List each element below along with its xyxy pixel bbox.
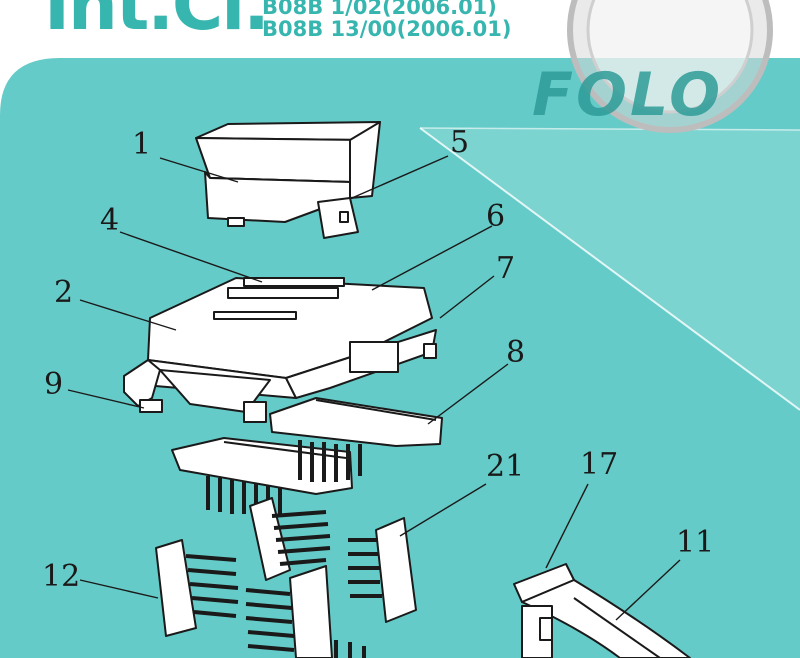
folo-watermark: FOLO bbox=[532, 60, 724, 130]
part-11-17-holder bbox=[513, 563, 691, 658]
part-12-connector bbox=[155, 539, 239, 637]
part-label-21: 21 bbox=[486, 449, 525, 484]
part-label-8: 8 bbox=[506, 335, 526, 370]
part-label-7: 7 bbox=[496, 251, 516, 286]
int-cl-title: Int.Cl. bbox=[44, 0, 270, 46]
part-8-plate bbox=[269, 397, 443, 447]
part-label-2: 2 bbox=[54, 275, 74, 310]
part-label-6: 6 bbox=[486, 199, 506, 234]
part-21-connector bbox=[348, 517, 417, 623]
part-label-12: 12 bbox=[42, 559, 81, 594]
connector-center bbox=[249, 497, 331, 581]
part-1-hopper bbox=[195, 121, 381, 227]
part-label-11: 11 bbox=[676, 525, 715, 560]
watermark-lens-icon bbox=[567, 0, 773, 133]
part-label-1: 1 bbox=[132, 127, 152, 162]
part-2-body bbox=[123, 277, 437, 423]
part-label-17: 17 bbox=[580, 447, 619, 482]
classification-codes: B08B 1/02(2006.01) B08B 13/00(2006.01) bbox=[262, 0, 512, 40]
part-label-9: 9 bbox=[44, 367, 64, 402]
classification-code: B08B 1/02(2006.01) bbox=[262, 0, 497, 19]
connector-bottom bbox=[245, 565, 366, 658]
classification-code: B08B 13/00(2006.01) bbox=[262, 17, 512, 41]
header: Int.Cl. B08B 1/02(2006.01) B08B 13/00(20… bbox=[0, 0, 800, 56]
part-label-5: 5 bbox=[450, 125, 470, 160]
part-label-4: 4 bbox=[100, 203, 120, 238]
part-5-clip bbox=[317, 197, 359, 239]
